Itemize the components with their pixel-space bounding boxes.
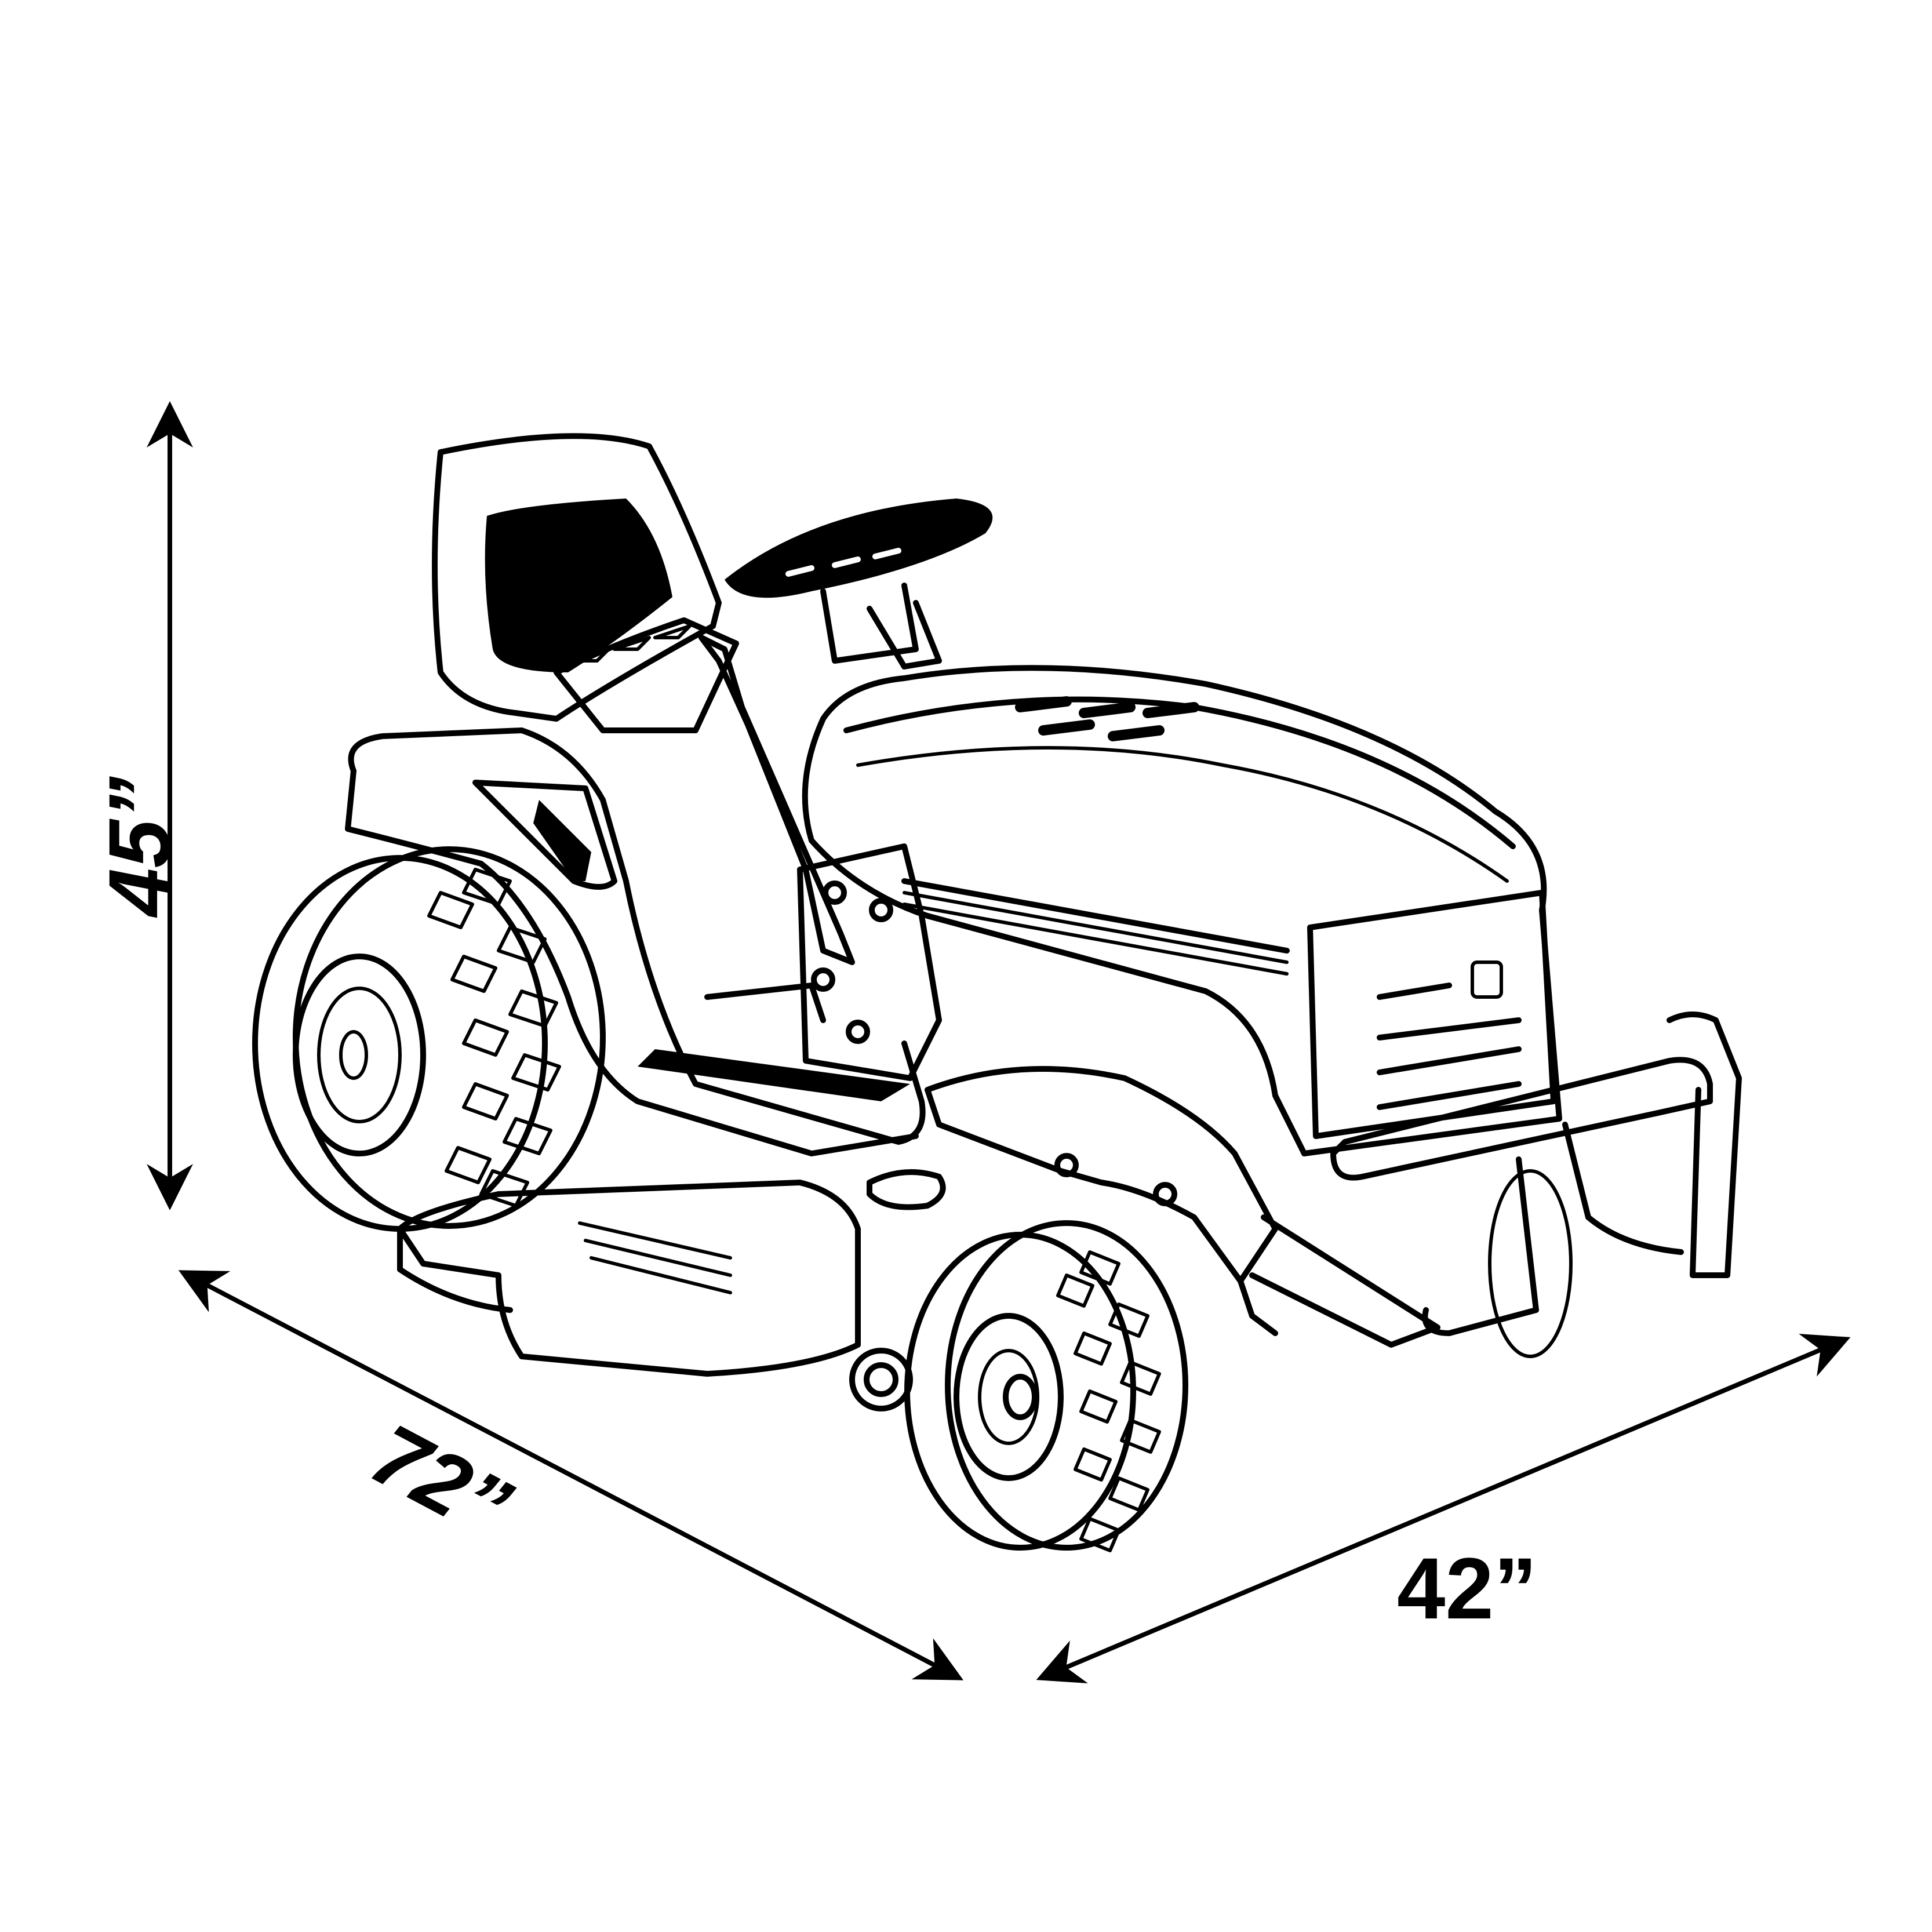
front-chassis xyxy=(867,1066,1278,1336)
deck-lift-lever xyxy=(698,635,855,965)
footrest xyxy=(638,983,910,1101)
hood xyxy=(802,665,1562,1156)
mower-deck xyxy=(397,1180,913,1411)
width-dimension-label: 42” xyxy=(1397,1540,1537,1637)
rear-wheel xyxy=(252,846,606,1232)
engine-side-panel xyxy=(797,843,942,1081)
steering-wheel xyxy=(725,499,993,670)
seat xyxy=(432,433,739,733)
front-bumper xyxy=(1249,1012,1742,1358)
rear-fender xyxy=(345,727,926,1156)
width-dimension-arrow xyxy=(1036,1334,1851,1683)
length-dimension-arrow xyxy=(178,1270,964,1680)
height-dimension-label: 45” xyxy=(90,776,188,916)
front-wheel xyxy=(904,1220,1188,1552)
